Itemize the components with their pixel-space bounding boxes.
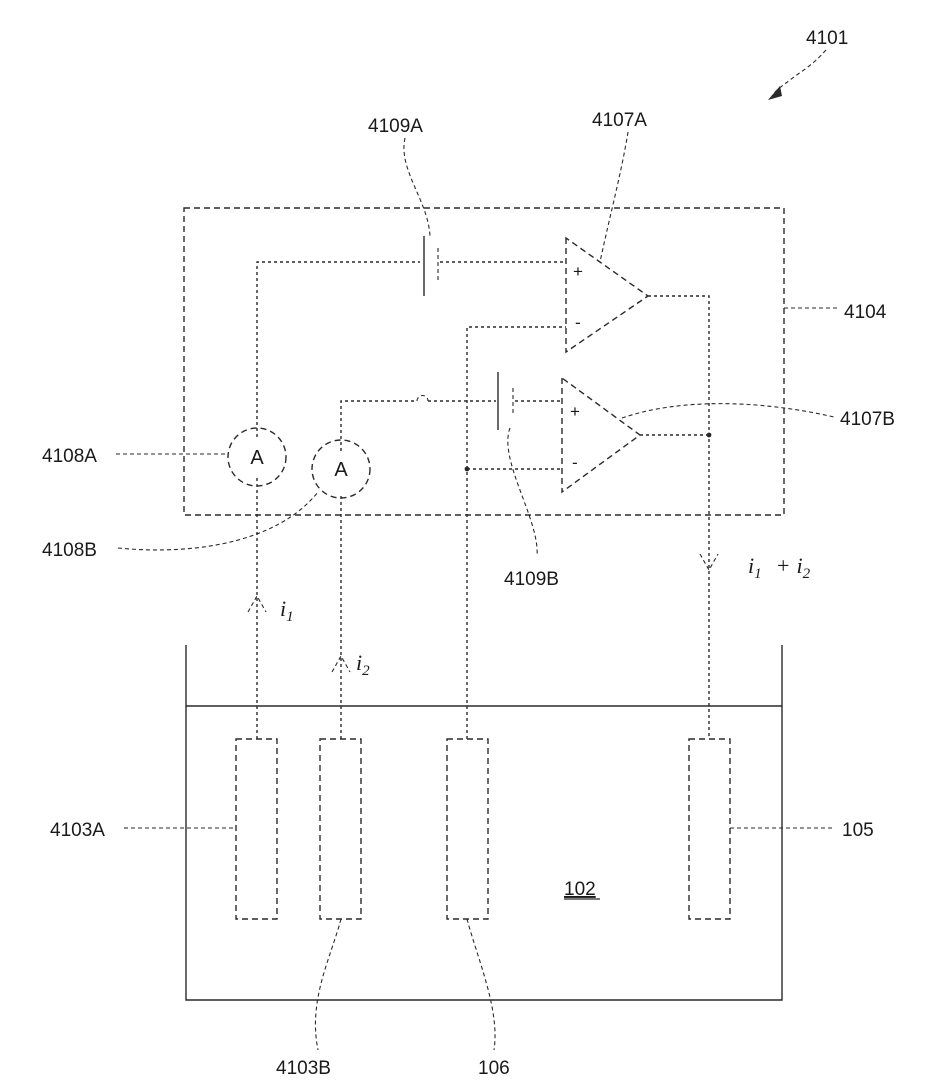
wire-ammeter-b-to-cap [341, 401, 417, 451]
opamp-b-plus: + [570, 402, 580, 421]
electrode-4103b [320, 739, 361, 919]
label-105: 105 [842, 820, 874, 841]
label-4103a: 4103A [50, 820, 105, 841]
label-4108b: 4108B [42, 540, 97, 561]
label-102: 102 [564, 879, 596, 900]
label-4108a: 4108A [42, 446, 97, 467]
opamp-b-minus: - [572, 453, 578, 472]
current-i1: i1 [280, 596, 294, 625]
label-4103b: 4103B [276, 1058, 331, 1079]
ammeter-a-symbol: A [250, 447, 264, 469]
opamp-a [566, 238, 648, 352]
leader-4109b [508, 428, 537, 556]
electrode-4103a [236, 739, 277, 919]
leader-4107b [622, 404, 834, 418]
ammeter-b-symbol: A [334, 459, 348, 481]
label-4104: 4104 [844, 302, 887, 323]
circuit-box [184, 208, 784, 515]
label-4109a: 4109A [368, 116, 423, 137]
leader-106 [467, 919, 495, 1050]
wire-ammeter-a-to-cap [257, 262, 420, 437]
wire-opamp-a-out [648, 296, 709, 739]
current-sum: i1+i2 [748, 553, 811, 582]
leader-4109a [404, 138, 430, 236]
electrode-106 [447, 739, 488, 919]
label-4107a: 4107A [592, 110, 647, 131]
vessel-wall [186, 645, 782, 1000]
leader-4107a [600, 132, 628, 262]
label-4101: 4101 [806, 28, 848, 49]
leader-4101-arrowhead [768, 86, 782, 100]
opamp-b [562, 378, 640, 492]
label-106: 106 [478, 1058, 510, 1079]
opamp-a-minus: - [575, 313, 581, 332]
electrode-105 [689, 739, 730, 919]
junction-106 [465, 467, 470, 472]
wire-electrode-106 [467, 327, 566, 739]
wire-crossover-hop [417, 396, 428, 401]
opamp-a-plus: + [573, 262, 583, 281]
junction-output [707, 433, 712, 438]
label-4107b: 4107B [840, 409, 895, 430]
leader-4103b [315, 919, 341, 1050]
current-i2: i2 [356, 650, 370, 679]
leader-4108b [118, 492, 318, 550]
label-4109b: 4109B [504, 569, 559, 590]
